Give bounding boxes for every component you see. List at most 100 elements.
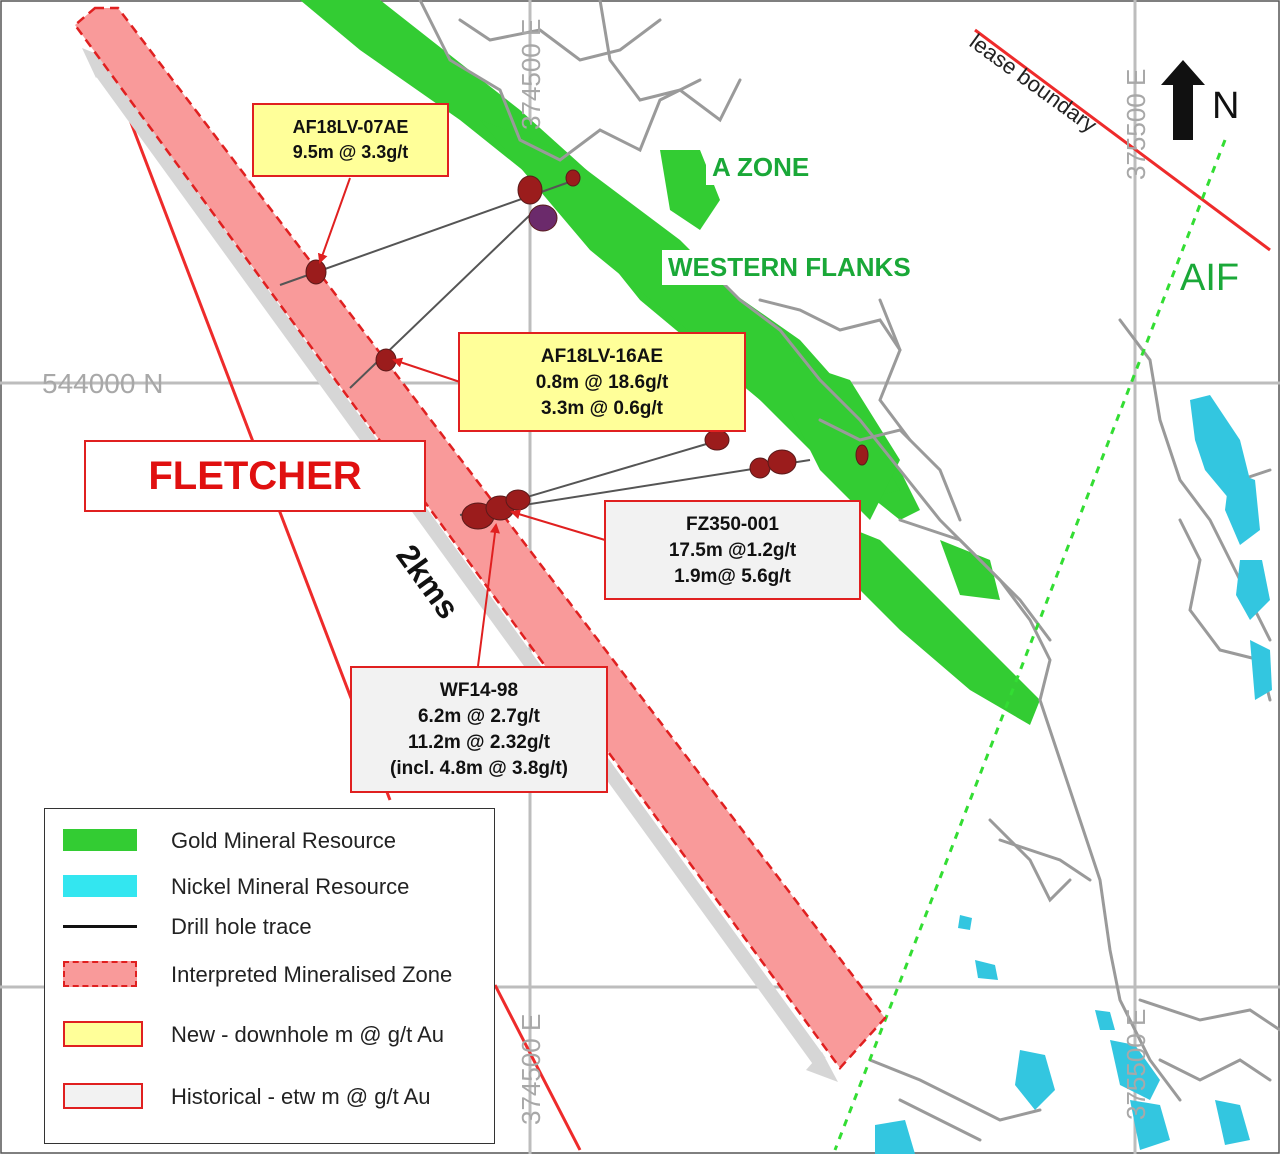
workings-trace bbox=[878, 298, 912, 442]
workings-trace bbox=[898, 1098, 982, 1142]
intercept-af18lv07ae bbox=[305, 259, 327, 285]
nickel-resource-shape bbox=[1015, 1050, 1055, 1110]
legend-item-nickel: Nickel Mineral Resource bbox=[45, 867, 494, 907]
gold-resource-zone bbox=[300, 0, 1040, 725]
nickel-resource-shape bbox=[958, 915, 972, 930]
callout-intercept: (incl. 4.8m @ 3.8g/t) bbox=[390, 758, 568, 779]
leader-af18lv16ae bbox=[392, 357, 461, 383]
intercept-af18lv16ae bbox=[375, 348, 397, 372]
nickel-swatch bbox=[63, 875, 137, 897]
intercept-cluster bbox=[855, 444, 869, 466]
leader-fz350001 bbox=[510, 509, 606, 541]
workings-trace bbox=[988, 818, 1072, 903]
intercept-cluster bbox=[565, 169, 581, 187]
callout-intercept: 17.5m @1.2g/t bbox=[668, 540, 797, 561]
legend-label: Nickel Mineral Resource bbox=[171, 874, 410, 899]
callout-intercept: 1.9m@ 5.6g/t bbox=[674, 566, 791, 587]
intercept-cluster bbox=[528, 204, 558, 232]
callout-af18lv07ae: AF18LV-07AE 9.5m @ 3.3g/t bbox=[252, 103, 449, 177]
legend-item-gold: Gold Mineral Resource bbox=[45, 821, 494, 861]
nickel-resource-shape bbox=[1225, 470, 1260, 545]
callout-intercept: 0.8m @ 18.6g/t bbox=[535, 372, 669, 393]
gold-resource-shape bbox=[830, 520, 1040, 725]
gold-swatch bbox=[63, 829, 137, 851]
legend-item-new: New - downhole m @ g/t Au bbox=[45, 1015, 494, 1055]
grid-label-easting-bottom-right: 375500 E bbox=[1121, 1009, 1151, 1120]
callout-hole-id: WF14-98 bbox=[439, 680, 519, 701]
lease-boundary-line-ne bbox=[974, 28, 1271, 252]
gold-resource-shape bbox=[660, 150, 720, 230]
main-decline bbox=[1038, 698, 1182, 1102]
leader-wf1498 bbox=[477, 523, 500, 667]
callout-leaders bbox=[317, 177, 606, 667]
workings-trace bbox=[458, 18, 662, 62]
grid-label-544000n: 544000 N bbox=[42, 368, 163, 399]
callout-wf1498: WF14-98 6.2m @ 2.7g/t 11.2m @ 2.32g/t (i… bbox=[350, 666, 608, 793]
intercept-fz350001 bbox=[505, 489, 531, 511]
legend-item-drill: Drill hole trace bbox=[45, 907, 494, 947]
drill-intercepts bbox=[305, 169, 869, 530]
north-arrow-icon bbox=[1161, 60, 1205, 140]
nickel-resource-shape bbox=[1095, 1010, 1115, 1030]
callout-intercept: 6.2m @ 2.7g/t bbox=[417, 706, 540, 727]
western-flanks-label: WESTERN FLANKS bbox=[662, 250, 917, 285]
zone-swatch bbox=[63, 961, 137, 987]
nickel-resource-shape bbox=[1215, 1100, 1250, 1145]
nickel-resource-shape bbox=[975, 960, 998, 980]
nickel-resource-shape bbox=[1236, 560, 1270, 620]
fletcher-label: FLETCHER bbox=[84, 440, 426, 512]
workings-trace bbox=[758, 298, 902, 352]
nickel-resource-shape bbox=[875, 1120, 915, 1154]
scale-arrowhead-bottom bbox=[806, 1052, 838, 1082]
intercept-cluster bbox=[517, 175, 543, 205]
nickel-resource-shape bbox=[1130, 1100, 1170, 1150]
intercept-cluster bbox=[749, 457, 771, 479]
aif-line bbox=[833, 139, 1227, 1151]
callout-hole-id: AF18LV-16AE bbox=[540, 346, 664, 367]
gold-resource-shape bbox=[940, 540, 1000, 600]
callout-hole-id: AF18LV-07AE bbox=[292, 117, 409, 137]
workings-trace bbox=[598, 0, 742, 123]
legend-item-historical: Historical - etw m @ g/t Au bbox=[45, 1077, 494, 1117]
callout-hole-id: FZ350-001 bbox=[686, 514, 779, 535]
legend: Gold Mineral Resource Nickel Mineral Res… bbox=[44, 808, 495, 1144]
grid-label-easting-top-right: 375500 E bbox=[1121, 69, 1151, 180]
callout-af18lv16ae: AF18LV-16AE 0.8m @ 18.6g/t 3.3m @ 0.6g/t bbox=[458, 332, 746, 432]
a-zone-label: A ZONE bbox=[706, 150, 816, 185]
aif-label: AIF bbox=[1180, 257, 1239, 299]
new-intercept-swatch bbox=[63, 1021, 143, 1047]
intercept-cluster bbox=[767, 449, 797, 475]
gold-resource-shape bbox=[790, 360, 900, 520]
workings-trace bbox=[1138, 998, 1280, 1032]
legend-label: Drill hole trace bbox=[171, 914, 312, 939]
workings-trace bbox=[818, 418, 962, 522]
historical-intercept-swatch bbox=[63, 1083, 143, 1109]
scale-arrowhead-top bbox=[82, 48, 112, 78]
legend-label: New - downhole m @ g/t Au bbox=[171, 1022, 445, 1047]
workings-trace bbox=[418, 0, 702, 162]
grid-label-easting-top: 374500 E bbox=[516, 19, 546, 130]
nickel-resource-shape bbox=[1110, 1040, 1160, 1100]
lease-boundary-line-sw bbox=[493, 984, 582, 1151]
north-arrow: N bbox=[1161, 60, 1239, 140]
callout-intercept: 9.5m @ 3.3g/t bbox=[292, 142, 409, 162]
legend-label: Interpreted Mineralised Zone bbox=[171, 962, 453, 987]
callout-intercept: 3.3m @ 0.6g/t bbox=[540, 398, 663, 419]
callout-intercept: 11.2m @ 2.32g/t bbox=[407, 732, 551, 753]
nickel-resource-zone bbox=[875, 395, 1272, 1154]
scale-arrow-shaft bbox=[94, 65, 826, 1067]
leader-af18lv07ae bbox=[317, 177, 351, 264]
north-label: N bbox=[1212, 85, 1239, 127]
scale-arrow bbox=[82, 48, 838, 1082]
legend-label: Historical - etw m @ g/t Au bbox=[171, 1084, 431, 1109]
workings-trace bbox=[898, 518, 1052, 702]
legend-label: Gold Mineral Resource bbox=[171, 828, 396, 853]
drill-trace-swatch bbox=[63, 925, 137, 928]
lease-boundary-label: lease boundary bbox=[965, 29, 1101, 138]
intercept-cluster bbox=[704, 429, 730, 451]
nickel-resource-shape bbox=[1250, 640, 1272, 700]
workings-trace bbox=[1158, 1058, 1272, 1082]
